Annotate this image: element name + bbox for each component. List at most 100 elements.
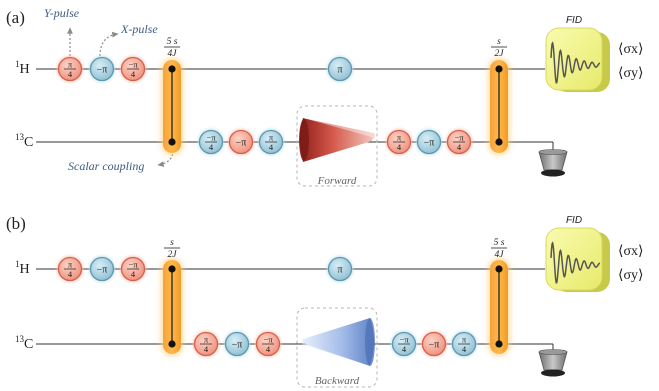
c-channel-label: 13C <box>15 334 33 352</box>
readout-sigma-x: ⟨σx⟩ <box>618 244 643 259</box>
svg-text:4: 4 <box>457 142 462 152</box>
svg-text:−π: −π <box>454 133 464 143</box>
panel-label: (b) <box>6 214 26 233</box>
svg-text:s: s <box>170 238 174 248</box>
svg-text:4J: 4J <box>168 49 178 59</box>
panel-label: (a) <box>6 8 25 27</box>
svg-text:−π: −π <box>429 340 440 351</box>
svg-text:π: π <box>68 60 73 70</box>
coupling-bar-right <box>488 58 510 155</box>
svg-text:4: 4 <box>204 344 209 354</box>
readout-sigma-y: ⟨σy⟩ <box>618 66 643 81</box>
scalar-coupling-arrow <box>157 145 174 167</box>
pulse-c-right-1: π4 <box>385 128 413 156</box>
pulse-c-right-3: π4 <box>450 330 478 358</box>
readout-sigma-y: ⟨σy⟩ <box>618 268 643 283</box>
svg-text:π: π <box>462 335 467 345</box>
detector-icon <box>538 149 568 177</box>
x-pulse-arrow <box>99 31 119 57</box>
svg-text:4: 4 <box>68 269 73 279</box>
svg-text:π: π <box>337 65 342 76</box>
svg-text:π: π <box>269 133 274 143</box>
svg-text:2J: 2J <box>495 49 505 59</box>
pulse-h-2: −π <box>88 55 116 83</box>
pulse-h-1: π4 <box>56 55 84 83</box>
svg-text:4: 4 <box>209 142 214 152</box>
cone-box <box>296 105 378 187</box>
coupling-label-right: 5 s 4J <box>491 238 507 260</box>
coupling-label-left: s 2J <box>164 238 180 260</box>
svg-text:−π: −π <box>263 335 273 345</box>
pulse-c-right-3: −π4 <box>445 128 473 156</box>
y-pulse-annotation: Y-pulse <box>44 6 80 20</box>
cone-label: Backward <box>315 375 360 387</box>
pulse-h-2: −π <box>88 255 116 283</box>
svg-text:2J: 2J <box>168 250 178 260</box>
pulse-c-right-2: −π <box>415 128 443 156</box>
svg-text:π: π <box>337 265 342 276</box>
svg-text:s: s <box>497 37 501 47</box>
svg-text:−π: −π <box>97 65 108 76</box>
panel-b: (b) 1H 13C s 2J 5 s <box>6 214 643 388</box>
coupling-bar-left <box>161 58 183 155</box>
pulse-c-left-1: −π4 <box>197 128 225 156</box>
h-channel-label: 1H <box>15 259 30 277</box>
coupling-bar-right <box>488 258 510 356</box>
detector-icon <box>538 349 568 377</box>
fid-display <box>545 27 610 92</box>
svg-text:5 s: 5 s <box>167 37 178 47</box>
svg-text:−π: −π <box>236 138 247 149</box>
svg-text:4: 4 <box>269 142 274 152</box>
forward-cone <box>299 118 375 162</box>
svg-text:4: 4 <box>402 344 407 354</box>
fid-display <box>545 227 610 292</box>
svg-text:−π: −π <box>128 60 138 70</box>
svg-text:π: π <box>68 260 73 270</box>
svg-text:4: 4 <box>462 344 467 354</box>
coupling-bar-left <box>161 258 183 356</box>
svg-text:−π: −π <box>128 260 138 270</box>
cone-box <box>296 307 378 388</box>
svg-text:π: π <box>204 335 209 345</box>
pulse-h-mid: π <box>326 55 354 83</box>
pulse-h-1: π4 <box>56 255 84 283</box>
pulse-c-right-1: −π4 <box>390 330 418 358</box>
fid-label: FID <box>566 15 582 26</box>
h-channel-label: 1H <box>15 59 30 77</box>
pulse-h-mid: π <box>326 255 354 283</box>
svg-text:π: π <box>397 133 402 143</box>
pulse-h-3: −π4 <box>119 255 147 283</box>
svg-text:4: 4 <box>266 344 271 354</box>
svg-text:4: 4 <box>397 142 402 152</box>
svg-text:−π: −π <box>399 335 409 345</box>
c-channel-label: 13C <box>15 132 33 150</box>
svg-text:4: 4 <box>131 69 136 79</box>
svg-text:−π: −π <box>424 138 435 149</box>
svg-text:−π: −π <box>97 265 108 276</box>
pulse-c-left-2: −π <box>223 330 251 358</box>
x-pulse-annotation: X-pulse <box>120 22 158 36</box>
backward-cone <box>301 318 375 366</box>
coupling-label-left: 5 s 4J <box>164 37 180 59</box>
pulse-c-left-2: −π <box>227 128 255 156</box>
pulse-h-3: −π4 <box>119 55 147 83</box>
svg-text:4J: 4J <box>495 250 505 260</box>
svg-text:4: 4 <box>68 69 73 79</box>
cone-label: Forward <box>317 175 357 187</box>
pulse-c-left-3: π4 <box>257 128 285 156</box>
scalar-coupling-annotation: Scalar coupling <box>68 159 144 173</box>
pulse-c-right-2: −π <box>420 330 448 358</box>
svg-text:−π: −π <box>232 340 243 351</box>
svg-text:5 s: 5 s <box>494 238 505 248</box>
pulse-c-left-1: π4 <box>192 330 220 358</box>
svg-text:4: 4 <box>131 269 136 279</box>
readout-sigma-x: ⟨σx⟩ <box>618 42 643 57</box>
coupling-label-right: s 2J <box>491 37 507 59</box>
pulse-c-left-3: −π4 <box>254 330 282 358</box>
svg-text:−π: −π <box>206 133 216 143</box>
